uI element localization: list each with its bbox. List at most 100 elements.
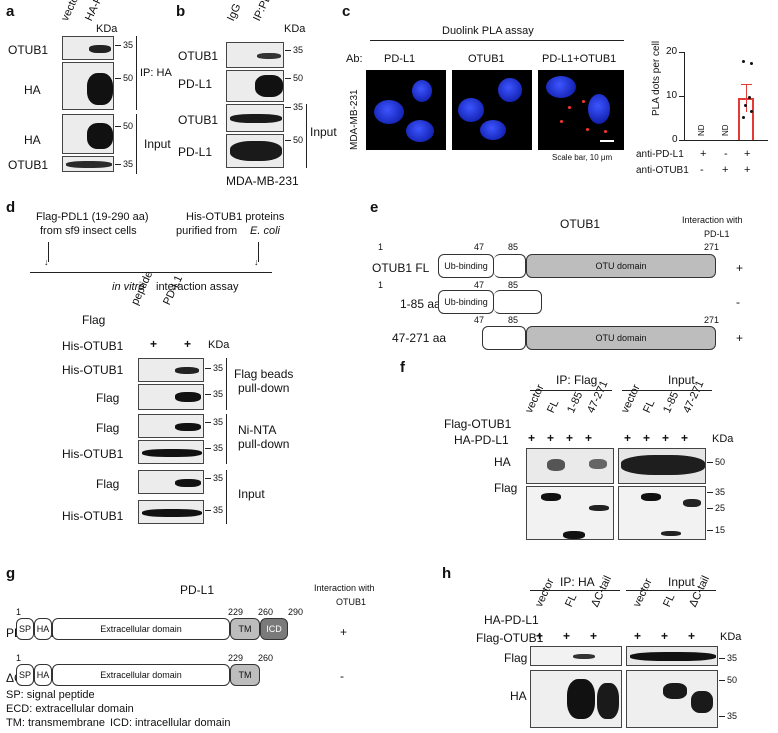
lane-label-vector: vector <box>59 0 83 23</box>
blot-label: Flag <box>504 651 528 665</box>
interaction-result: + <box>736 331 744 345</box>
chart-row-label: anti-PD-L1 <box>636 149 684 160</box>
blot-d-row3 <box>138 414 204 438</box>
sign: + <box>744 148 751 160</box>
sign: - <box>700 164 704 176</box>
panel-letter-a: a <box>6 3 15 20</box>
interaction-result: + <box>340 625 348 639</box>
blot-f-ha-input <box>618 448 706 484</box>
source-text: His-OTUB1 proteins <box>186 211 285 223</box>
blot-d-row1 <box>138 358 204 382</box>
lane-label-igg: IgG <box>225 1 244 24</box>
row-label: OTUB1 <box>8 158 49 172</box>
micrograph-pdl1 <box>366 70 446 150</box>
kda-label: KDa <box>712 433 734 445</box>
row-label: His-OTUB1 <box>62 447 124 461</box>
plus-row: ++++ <box>624 431 701 445</box>
interaction-header: PD-L1 <box>704 229 730 239</box>
blot-h-flag-input <box>626 646 718 666</box>
group-label: Ni-NTA <box>238 423 277 437</box>
legend-item: TM: transmembrane <box>6 717 106 729</box>
interaction-result: + <box>736 261 744 275</box>
blot-f-flag-input <box>618 486 706 540</box>
marker: 35 <box>123 40 134 50</box>
group-label: Input <box>668 575 695 589</box>
source-text: purified from <box>176 225 238 237</box>
blot-d-row4 <box>138 440 204 464</box>
group-label: Input <box>238 487 265 501</box>
sign: + <box>744 164 751 176</box>
interaction-result: - <box>340 669 344 683</box>
interaction-header: OTUB1 <box>336 597 367 607</box>
construct-label: OTUB1 FL <box>372 261 430 275</box>
group-label: Input <box>144 137 171 151</box>
cell-line-label: MDA-MB-231 <box>349 89 360 150</box>
group-label: Input <box>668 373 695 387</box>
row-label: HA-PD-L1 <box>484 613 539 627</box>
source-text: Flag-PDL1 (19-290 aa) <box>36 211 149 223</box>
blot-b-otub1-ip <box>226 42 284 68</box>
plus-row: ++++ <box>528 431 605 445</box>
micrograph-otub1 <box>452 70 532 150</box>
panel-letter-g: g <box>6 565 16 582</box>
row-label: His-OTUB1 <box>62 363 124 377</box>
ytick: 20 <box>666 46 678 57</box>
marker: 50 <box>293 73 304 83</box>
blot-a-otub1-ip <box>62 36 114 60</box>
kda-label: KDa <box>208 339 230 351</box>
row-label: Flag <box>96 477 120 491</box>
row-label: OTUB1 <box>178 113 219 127</box>
blot-label: HA <box>510 689 527 703</box>
blot-f-flag-ip <box>526 486 614 540</box>
his-label: His-OTUB1 <box>62 339 124 353</box>
marker: 50 <box>123 121 134 131</box>
row-label: Flag-OTUB1 <box>476 631 544 645</box>
row-label: HA-PD-L1 <box>454 433 509 447</box>
blot-a-ha-input <box>62 114 114 154</box>
ub-binding-domain: Ub-binding <box>438 254 494 278</box>
sign: + <box>700 148 707 160</box>
group-label: IP: HA <box>560 575 595 589</box>
marker: 35 <box>293 45 304 55</box>
legend-item: SP: signal peptide <box>6 689 95 701</box>
kda-label: KDa <box>720 631 742 643</box>
ab-label: Ab: <box>346 53 363 65</box>
plus-row: +++ <box>634 629 716 643</box>
blot-b-pdl1-input <box>226 134 284 168</box>
row-label: HA <box>24 83 41 97</box>
diagram-title: OTUB1 <box>560 217 601 231</box>
row-label: OTUB1 <box>8 43 49 57</box>
row-label: Flag <box>96 391 120 405</box>
kda-label: KDa <box>284 23 306 35</box>
marker: 50 <box>123 73 134 83</box>
blot-d-row5 <box>138 470 204 494</box>
nd-label: ND <box>697 124 706 136</box>
legend-item: ECD: extracellular domain <box>6 703 134 715</box>
construct-label: 47-271 aa <box>392 331 447 345</box>
marker: 50 <box>293 135 304 145</box>
legend-item: ICD: intracellular domain <box>110 717 231 729</box>
interaction-header: Interaction with <box>314 583 375 593</box>
marker: 35 <box>123 159 134 169</box>
blot-b-otub1-input <box>226 104 284 132</box>
blot-h-ha-input <box>626 670 718 728</box>
source-text: from sf9 insect cells <box>40 225 137 237</box>
sign: + <box>722 164 729 176</box>
panel-letter-b: b <box>176 3 186 20</box>
group-label: IP: Flag <box>556 373 598 387</box>
scale-bar-label: Scale bar, 10 μm <box>552 153 613 162</box>
row-label: OTUB1 <box>178 49 219 63</box>
plus-row: +++ <box>536 629 618 643</box>
group-label: Flag beads <box>234 367 294 381</box>
blot-label: HA <box>494 455 511 469</box>
assay-italic: in vitro <box>112 281 145 293</box>
blot-a-ha-ip <box>62 62 114 110</box>
column-label: PD-L1+OTUB1 <box>542 53 617 65</box>
blot-f-ha-ip <box>526 448 614 484</box>
row-label: Flag-OTUB1 <box>444 417 512 431</box>
interaction-result: - <box>736 295 740 309</box>
row-label: PD-L1 <box>178 77 213 91</box>
sign: - <box>724 148 728 160</box>
blot-b-pdl1-ip <box>226 70 284 102</box>
row-label: PD-L1 <box>178 145 213 159</box>
